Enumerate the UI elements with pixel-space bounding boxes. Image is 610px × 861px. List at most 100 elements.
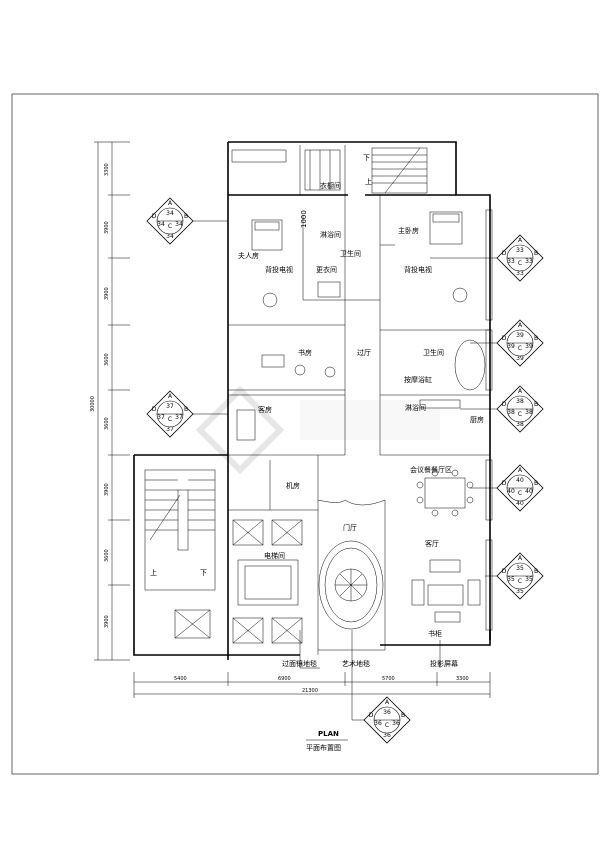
marker-text-nC: 38 [516, 421, 524, 428]
marker-text-D: D [502, 568, 507, 575]
dim-v-2: 3900 [104, 221, 110, 234]
marker-text-D: D [152, 406, 157, 413]
label-cloakroom: 更衣间 [316, 265, 337, 274]
marker-text-nC: 39 [516, 355, 524, 362]
label-massage-tub: 按摩浴缸 [404, 375, 432, 384]
label-stair-up-left: 上 [150, 568, 157, 577]
watermark-logo [195, 385, 440, 475]
marker-text-B: B [534, 401, 538, 408]
marker-text-C: C [385, 722, 389, 729]
dim-v-5: 3600 [104, 417, 110, 430]
marker-text-nA: 37 [166, 403, 174, 410]
dim-v-7: 3600 [104, 549, 110, 562]
marker-text-nC: 37 [166, 426, 174, 433]
marker-text-nA: 34 [166, 210, 174, 217]
dim-v-total: 30000 [90, 396, 96, 412]
label-elevator: 电梯间 [264, 551, 285, 560]
marker-leaders [193, 220, 497, 577]
marker-text-nB: 40 [525, 488, 533, 495]
label-shower-room: 淋浴间 [405, 403, 426, 412]
marker-text-nA: 33 [516, 247, 524, 254]
marker-text-D: D [152, 213, 157, 220]
marker-text-C: C [518, 345, 522, 352]
horizontal-dimensions: 5400 6900 5700 3300 21300 [133, 672, 491, 698]
drawing-title: PLAN 平面布置图 [306, 730, 348, 752]
marker-text-A: A [168, 200, 173, 207]
label-closet: 衣橱间 [320, 181, 341, 190]
marker-text-nA: 39 [516, 332, 524, 339]
label-shower: 淋浴间 [320, 230, 341, 239]
stair-left [144, 469, 216, 591]
marker-text-nD: 38 [507, 409, 515, 416]
marker-text-C: C [518, 260, 522, 267]
label-foyer: 门厅 [343, 523, 357, 532]
label-madam-room: 夫人房 [238, 251, 259, 260]
room-labels: 夫人房 主卧房 衣橱间 淋浴间 卫生间 更衣间 背投电视 背投电视 1000 书… [150, 154, 484, 638]
marker-text-D: D [502, 401, 507, 408]
marker-text-nA: 36 [383, 709, 391, 716]
marker-text-nB: 35 [525, 576, 533, 583]
marker-text-B: B [534, 335, 538, 342]
marker-text-A: A [518, 555, 523, 562]
drawing-frame [11, 93, 599, 775]
marker-text-B: B [534, 250, 538, 257]
marker-text-nD: 33 [507, 258, 515, 265]
vertical-dimensions: 3300 3900 3900 3600 3600 3900 3600 3900 … [90, 141, 130, 661]
dim-h-total: 21300 [302, 688, 318, 694]
furniture [231, 149, 493, 631]
marker-text-nB: 36 [392, 720, 400, 727]
marker-text-C: C [518, 490, 522, 497]
dim-h-3: 5700 [382, 676, 395, 682]
stair-top [371, 147, 428, 194]
marker-text-nD: 40 [507, 488, 515, 495]
marker-text-nA: 40 [516, 477, 524, 484]
marker-text-A: A [385, 699, 390, 706]
annotation-cobble-floor: 过面镶地毯 [282, 659, 317, 668]
marker-text-A: A [518, 237, 523, 244]
title-en: PLAN [318, 730, 339, 738]
marker-text-D: D [502, 335, 507, 342]
marker-text-nD: 34 [157, 221, 165, 228]
label-meeting-dining: 会议餐餐厅区 [410, 465, 452, 474]
marker-text-nD: 35 [507, 576, 515, 583]
marker-text-B: B [184, 406, 188, 413]
marker-text-B: B [534, 568, 538, 575]
marker-text-nD: 36 [374, 720, 382, 727]
marker-text-D: D [369, 712, 374, 719]
label-bookcase: 书柜 [428, 629, 442, 638]
marker-text-B: B [184, 213, 188, 220]
marker-text-nB: 38 [525, 409, 533, 416]
label-guest-room: 客房 [258, 405, 272, 414]
label-stair-down-top: 下 [363, 154, 370, 162]
dim-h-1: 5400 [174, 676, 187, 682]
label-machine-room: 机房 [286, 481, 300, 490]
marker-text-A: A [518, 322, 523, 329]
marker-text-C: C [168, 416, 172, 423]
marker-text-A: A [168, 393, 173, 400]
marker-text-A: A [518, 467, 523, 474]
dim-v-4: 3600 [104, 353, 110, 366]
dim-v-6: 3900 [104, 483, 110, 496]
marker-text-nD: 39 [507, 343, 515, 350]
dim-h-2: 6900 [278, 676, 291, 682]
label-tv-wall-right: 背投电视 [404, 265, 432, 274]
dim-v-3: 3900 [104, 287, 110, 300]
marker-text-B: B [534, 480, 538, 487]
marker-text-nC: 40 [516, 500, 524, 507]
label-bathroom-right: 卫生间 [423, 348, 444, 357]
marker-text-nB: 39 [525, 343, 533, 350]
annotations: 过面镶地毯 艺术地毯 投影屏幕 [282, 630, 458, 721]
building-walls [133, 141, 491, 660]
marker-text-nC: 34 [166, 233, 174, 240]
label-bathroom-upper: 卫生间 [340, 249, 361, 258]
marker-text-D: D [502, 250, 507, 257]
